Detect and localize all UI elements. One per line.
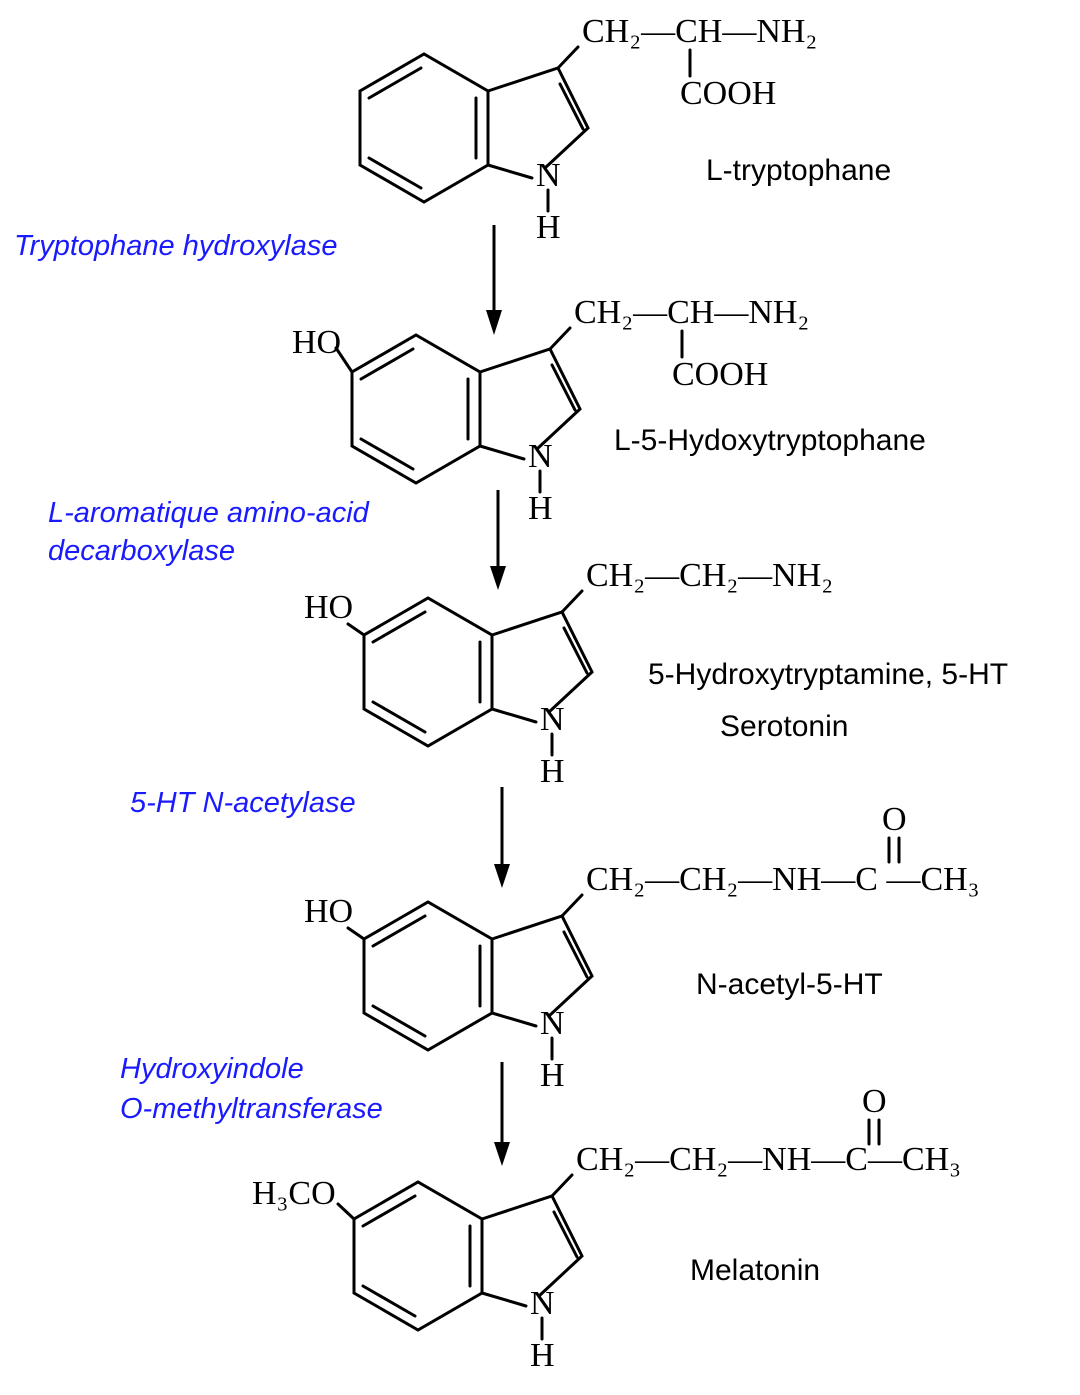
indole-ring <box>336 1173 584 1341</box>
compound-l-tryptophane: N H CH₂—CH—NH₂ COOH L-tryptophane <box>358 13 891 246</box>
compound-serotonin: N H HO CH₂—CH₂—NH₂ <box>304 557 833 790</box>
carboxyl-group: COOH <box>672 356 768 393</box>
hydroxyl-substituent: HO <box>304 893 353 930</box>
side-chain: CH₂—CH₂—NH—C—CH₃ <box>576 1141 961 1178</box>
compound-5-htp: N H HO CH₂—CH—NH₂ COOH <box>292 294 809 527</box>
enzyme-tryptophane-hydroxylase: Tryptophane hydroxylase <box>14 230 337 262</box>
enzyme-n-acetylase: 5-HT N-acetylase <box>130 787 356 819</box>
ring-nitrogen: N <box>530 1285 555 1322</box>
carbonyl-oxygen: O <box>862 1083 887 1120</box>
reaction-arrow-4 <box>494 1062 510 1166</box>
reaction-arrow-3 <box>494 787 510 888</box>
enzyme-decarboxylase-line1: L-aromatique amino-acid <box>48 497 370 529</box>
ring-nitrogen: N <box>536 157 561 194</box>
side-chain: CH₂—CH—NH₂ <box>574 294 809 331</box>
indole-ring <box>346 893 594 1061</box>
ring-nitrogen: N <box>528 438 553 475</box>
hydroxyl-substituent: HO <box>292 324 341 361</box>
compound-name-n-acetyl-5-ht: N-acetyl-5-HT <box>696 968 883 1001</box>
compound-n-acetyl-5-ht: N H HO CH₂—CH₂—NH—C —CH₃ O <box>304 801 980 1094</box>
ring-hydrogen: H <box>530 1337 555 1374</box>
compound-name: L-tryptophane <box>706 154 891 187</box>
enzyme-o-methyltransferase-line1: Hydroxyindole <box>120 1053 304 1085</box>
indole-ring <box>346 589 594 757</box>
enzyme-o-methyltransferase-line2: O-methyltransferase <box>120 1093 383 1125</box>
ring-nitrogen: N <box>540 701 565 738</box>
indole-ring <box>358 45 590 213</box>
ring-hydrogen: H <box>540 1057 565 1094</box>
reaction-arrow-2 <box>490 490 506 590</box>
ring-hydrogen: H <box>536 209 561 246</box>
compound-name-melatonin: Melatonin <box>690 1254 820 1287</box>
side-chain: CH₂—CH—NH₂ <box>582 13 817 50</box>
compound-name-5-htp: L-5-Hydoxytryptophane <box>614 424 926 457</box>
side-chain: CH₂—CH₂—NH₂ <box>586 557 833 594</box>
reaction-arrow-1 <box>486 225 502 335</box>
compound-name-serotonin: Serotonin <box>720 710 848 743</box>
compound-name-5-ht: 5-Hydroxytryptamine, 5-HT <box>648 658 1008 691</box>
ring-hydrogen: H <box>540 753 565 790</box>
hydroxyl-substituent: HO <box>304 589 353 626</box>
enzyme-decarboxylase-line2: decarboxylase <box>48 535 235 567</box>
ring-nitrogen: N <box>540 1005 565 1042</box>
ring-hydrogen: H <box>528 490 553 527</box>
indole-ring <box>334 326 582 494</box>
methoxy-substituent: H₃CO <box>252 1175 336 1212</box>
carboxyl-group: COOH <box>680 75 776 112</box>
compound-melatonin: N H H₃CO CH₂—CH₂—NH—C—CH₃ O <box>252 1083 961 1374</box>
side-chain: CH₂—CH₂—NH—C —CH₃ <box>586 861 980 898</box>
carbonyl-oxygen: O <box>882 801 907 838</box>
